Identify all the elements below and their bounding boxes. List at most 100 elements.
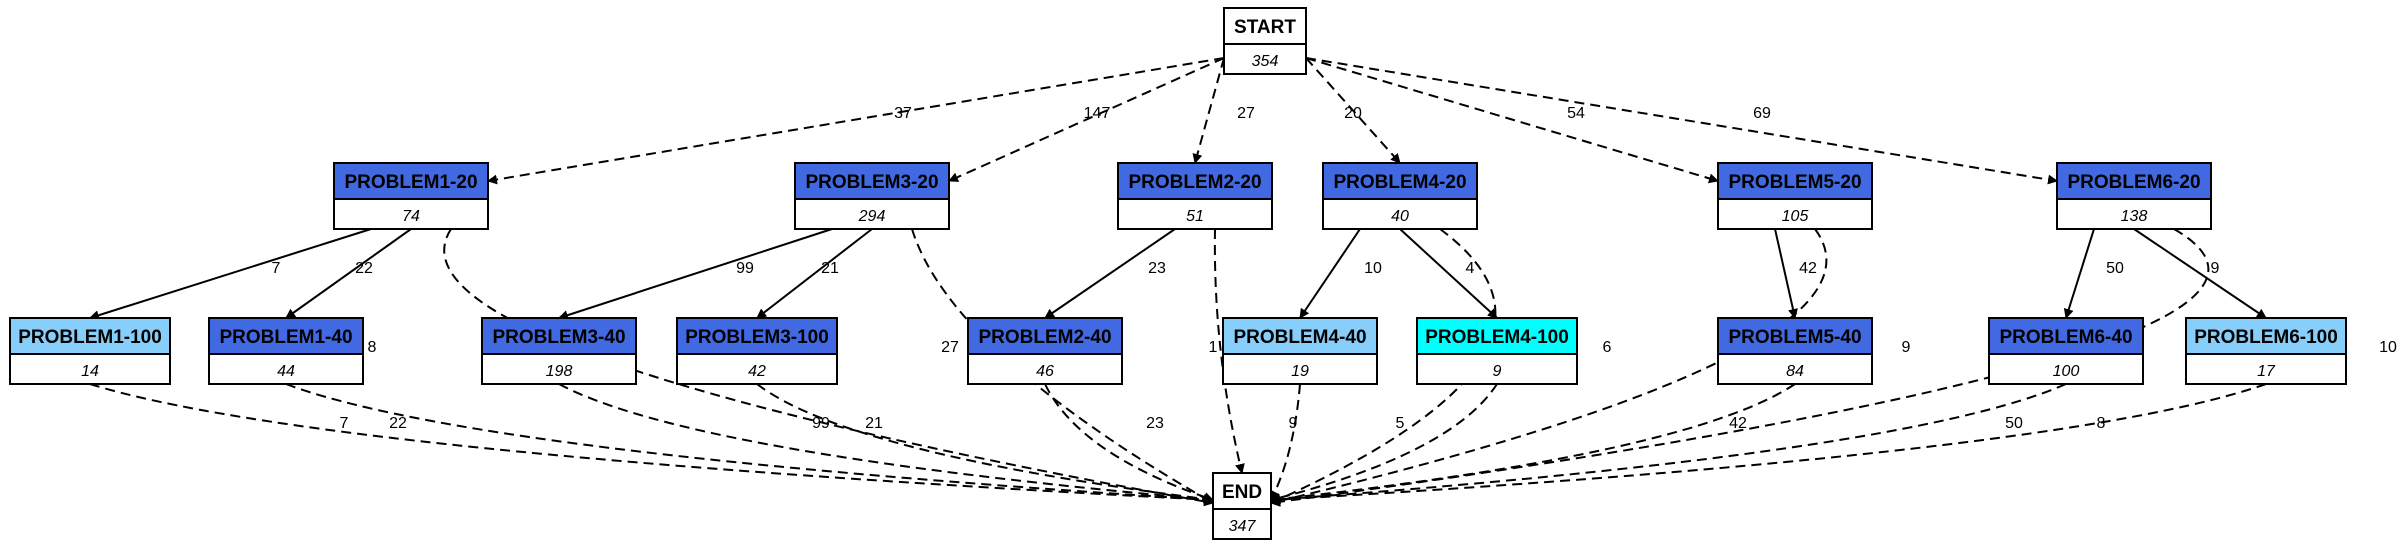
nodes-layer: START354PROBLEM1-2074PROBLEM3-20294PROBL… bbox=[9, 7, 2347, 540]
edge-start-to-p5_20 bbox=[1305, 57, 1719, 184]
node-header bbox=[2185, 317, 2347, 355]
edge-label: 147 bbox=[1084, 105, 1111, 122]
node-body bbox=[967, 353, 1123, 385]
edge-p2_40-to-end bbox=[1044, 383, 1214, 502]
node-body bbox=[1416, 353, 1578, 385]
node-problem6-40: PROBLEM6-40 100 bbox=[1988, 317, 2144, 385]
node-name: PROBLEM3-100 bbox=[685, 327, 829, 348]
node-body bbox=[481, 353, 637, 385]
node-name: END bbox=[1222, 482, 1262, 503]
edge-p3_100-to-end bbox=[756, 383, 1214, 504]
node-name: PROBLEM2-40 bbox=[978, 327, 1111, 348]
edge-p2_20-to-p2_40 bbox=[1044, 228, 1176, 319]
edge-label: 21 bbox=[821, 260, 839, 277]
node-header bbox=[1416, 317, 1578, 355]
node-problem4-20: PROBLEM4-20 40 bbox=[1322, 162, 1478, 230]
edge-label: 9 bbox=[1902, 339, 1911, 356]
edge-label: 42 bbox=[1729, 415, 1747, 432]
edge-p1_100-to-end bbox=[89, 383, 1214, 505]
node-name: PROBLEM1-40 bbox=[219, 327, 352, 348]
node-count: 46 bbox=[1036, 363, 1054, 380]
node-problem3-20: PROBLEM3-20 294 bbox=[794, 162, 950, 230]
edge-label: 9 bbox=[2211, 260, 2220, 277]
edge-p6_100-to-end bbox=[1270, 383, 2267, 505]
edge-start-to-p3_20 bbox=[948, 57, 1225, 182]
node-count: 100 bbox=[2053, 363, 2080, 380]
edge-label: 22 bbox=[389, 415, 407, 432]
node-name: PROBLEM4-20 bbox=[1333, 172, 1466, 193]
node-body bbox=[1717, 353, 1873, 385]
edge-p4_100-to-end bbox=[1270, 383, 1498, 503]
edge-p1_20-to-p1_100 bbox=[89, 228, 372, 321]
edge-p3_40-to-end bbox=[558, 383, 1214, 505]
edge-p4_40-to-end bbox=[1270, 383, 1301, 501]
node-count: 19 bbox=[1291, 363, 1309, 380]
node-problem2-20: PROBLEM2-20 51 bbox=[1117, 162, 1273, 230]
node-name: PROBLEM6-100 bbox=[2194, 327, 2338, 348]
edge-p1_40-to-end bbox=[285, 383, 1214, 505]
node-name: PROBLEM1-100 bbox=[18, 327, 162, 348]
edge-start-to-p1_20 bbox=[487, 57, 1225, 185]
node-problem5-20: PROBLEM5-20 105 bbox=[1717, 162, 1873, 230]
edge-label: 99 bbox=[736, 260, 754, 277]
node-header bbox=[9, 317, 171, 355]
node-name: PROBLEM2-20 bbox=[1128, 172, 1261, 193]
node-header bbox=[2056, 162, 2212, 200]
node-body bbox=[1223, 43, 1307, 75]
node-count: 14 bbox=[81, 363, 99, 380]
node-problem1-100: PROBLEM1-100 14 bbox=[9, 317, 171, 385]
node-name: PROBLEM5-20 bbox=[1728, 172, 1861, 193]
node-count: 354 bbox=[1252, 53, 1279, 70]
edge-label: 23 bbox=[1148, 260, 1166, 277]
node-count: 294 bbox=[858, 208, 886, 225]
edge-label: 99 bbox=[812, 415, 830, 432]
edge-p4_20-to-p4_40 bbox=[1299, 228, 1361, 319]
edge-label: 22 bbox=[355, 260, 373, 277]
edge-label: 27 bbox=[941, 339, 959, 356]
edge-label: 1 bbox=[1209, 339, 1218, 356]
node-count: 40 bbox=[1391, 208, 1409, 225]
node-body bbox=[9, 353, 171, 385]
node-header bbox=[1117, 162, 1273, 200]
edge-start-to-p2_20 bbox=[1192, 57, 1225, 164]
edge-p6_20-to-end bbox=[1270, 228, 2210, 507]
edge-label: 27 bbox=[1237, 105, 1255, 122]
node-count: 138 bbox=[2121, 208, 2148, 225]
edge-p6_40-to-end bbox=[1270, 383, 2067, 505]
node-header bbox=[676, 317, 838, 355]
node-body bbox=[1988, 353, 2144, 385]
node-body bbox=[208, 353, 364, 385]
node-body bbox=[333, 198, 489, 230]
edge-label: 8 bbox=[368, 339, 377, 356]
node-count: 105 bbox=[1782, 208, 1809, 225]
node-header bbox=[481, 317, 637, 355]
node-body bbox=[1322, 198, 1478, 230]
edge-label: 6 bbox=[1603, 339, 1612, 356]
edge-p3_20-to-p3_100 bbox=[756, 228, 873, 319]
node-name: START bbox=[1234, 17, 1296, 38]
node-start: START 354 bbox=[1223, 7, 1307, 75]
node-header bbox=[1223, 7, 1307, 45]
node-name: PROBLEM1-20 bbox=[344, 172, 477, 193]
edge-p3_20-to-p3_40 bbox=[558, 228, 833, 320]
node-name: PROBLEM6-40 bbox=[1999, 327, 2132, 348]
node-count: 84 bbox=[1786, 363, 1804, 380]
node-count: 51 bbox=[1186, 208, 1204, 225]
node-header bbox=[1717, 162, 1873, 200]
edge-start-to-p4_20 bbox=[1305, 57, 1401, 164]
edge-p6_20-to-p6_100 bbox=[2133, 228, 2267, 319]
edge-label: 8 bbox=[2097, 415, 2106, 432]
edge-p6_20-to-p6_40 bbox=[2063, 228, 2095, 319]
edge-label: 4 bbox=[1466, 260, 1475, 277]
node-body bbox=[1717, 198, 1873, 230]
edge-label: 50 bbox=[2005, 415, 2023, 432]
node-name: PROBLEM3-20 bbox=[805, 172, 938, 193]
edge-p1_20-to-end bbox=[443, 228, 1214, 507]
node-header bbox=[794, 162, 950, 200]
